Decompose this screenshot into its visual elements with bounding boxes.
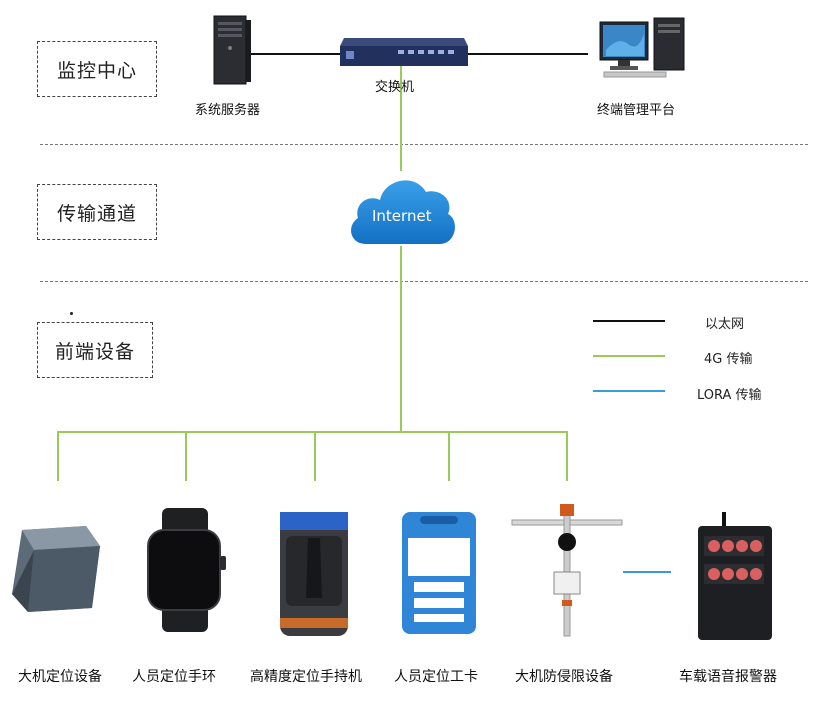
legend-line-ethernet bbox=[593, 320, 665, 322]
4g-drop-3 bbox=[314, 431, 316, 481]
4g-drop-4 bbox=[448, 431, 450, 481]
4g-line-switch-cloud bbox=[400, 66, 402, 171]
computer-icon bbox=[599, 17, 685, 78]
device-label-vehicle-alarm: 车载语音报警器 bbox=[679, 669, 777, 685]
device-label-handheld: 高精度定位手持机 bbox=[250, 669, 362, 685]
employee-badge-icon bbox=[402, 512, 476, 634]
legend-line-4g bbox=[593, 355, 665, 357]
separator-middle bbox=[40, 281, 808, 282]
4g-bus-line bbox=[57, 431, 567, 433]
separator-top bbox=[40, 144, 808, 145]
server-label: 系统服务器 bbox=[195, 103, 261, 118]
4g-line-cloud-devices bbox=[400, 246, 402, 432]
anti-intrusion-device-icon bbox=[511, 504, 623, 637]
ethernet-line-server-switch bbox=[250, 53, 340, 55]
device-label-badge: 人员定位工卡 bbox=[394, 669, 478, 685]
cloud-label: Internet bbox=[372, 207, 432, 225]
dot-mark bbox=[70, 312, 73, 315]
4g-drop-5 bbox=[566, 431, 568, 481]
lora-line-alarm bbox=[623, 571, 671, 573]
legend-label-ethernet: 以太网 bbox=[705, 317, 745, 332]
ethernet-line-switch-platform bbox=[468, 53, 588, 55]
switch-label: 交换机 bbox=[375, 80, 415, 95]
layer-monitor-center: 监控中心 bbox=[37, 41, 157, 97]
platform-label: 终端管理平台 bbox=[597, 103, 676, 118]
smartwatch-icon bbox=[147, 508, 226, 632]
cloud-icon bbox=[351, 180, 455, 244]
device-label-positioning: 大机定位设备 bbox=[18, 669, 102, 685]
4g-drop-2 bbox=[185, 431, 187, 481]
device-label-anti-intrusion: 大机防侵限设备 bbox=[515, 669, 613, 685]
4g-drop-1 bbox=[57, 431, 59, 481]
legend-label-lora: LORA 传输 bbox=[697, 388, 762, 403]
switch-icon bbox=[340, 38, 468, 66]
device-label-wristband: 人员定位手环 bbox=[132, 669, 216, 685]
vehicle-alarm-icon bbox=[698, 512, 772, 640]
handheld-device-icon bbox=[280, 512, 348, 636]
server-icon bbox=[213, 15, 251, 85]
layer-frontend-devices: 前端设备 bbox=[37, 322, 153, 378]
legend-line-lora bbox=[593, 390, 665, 392]
layer-transport-channel: 传输通道 bbox=[37, 184, 157, 240]
legend-label-4g: 4G 传输 bbox=[704, 352, 753, 367]
positioning-box-icon bbox=[12, 526, 100, 612]
